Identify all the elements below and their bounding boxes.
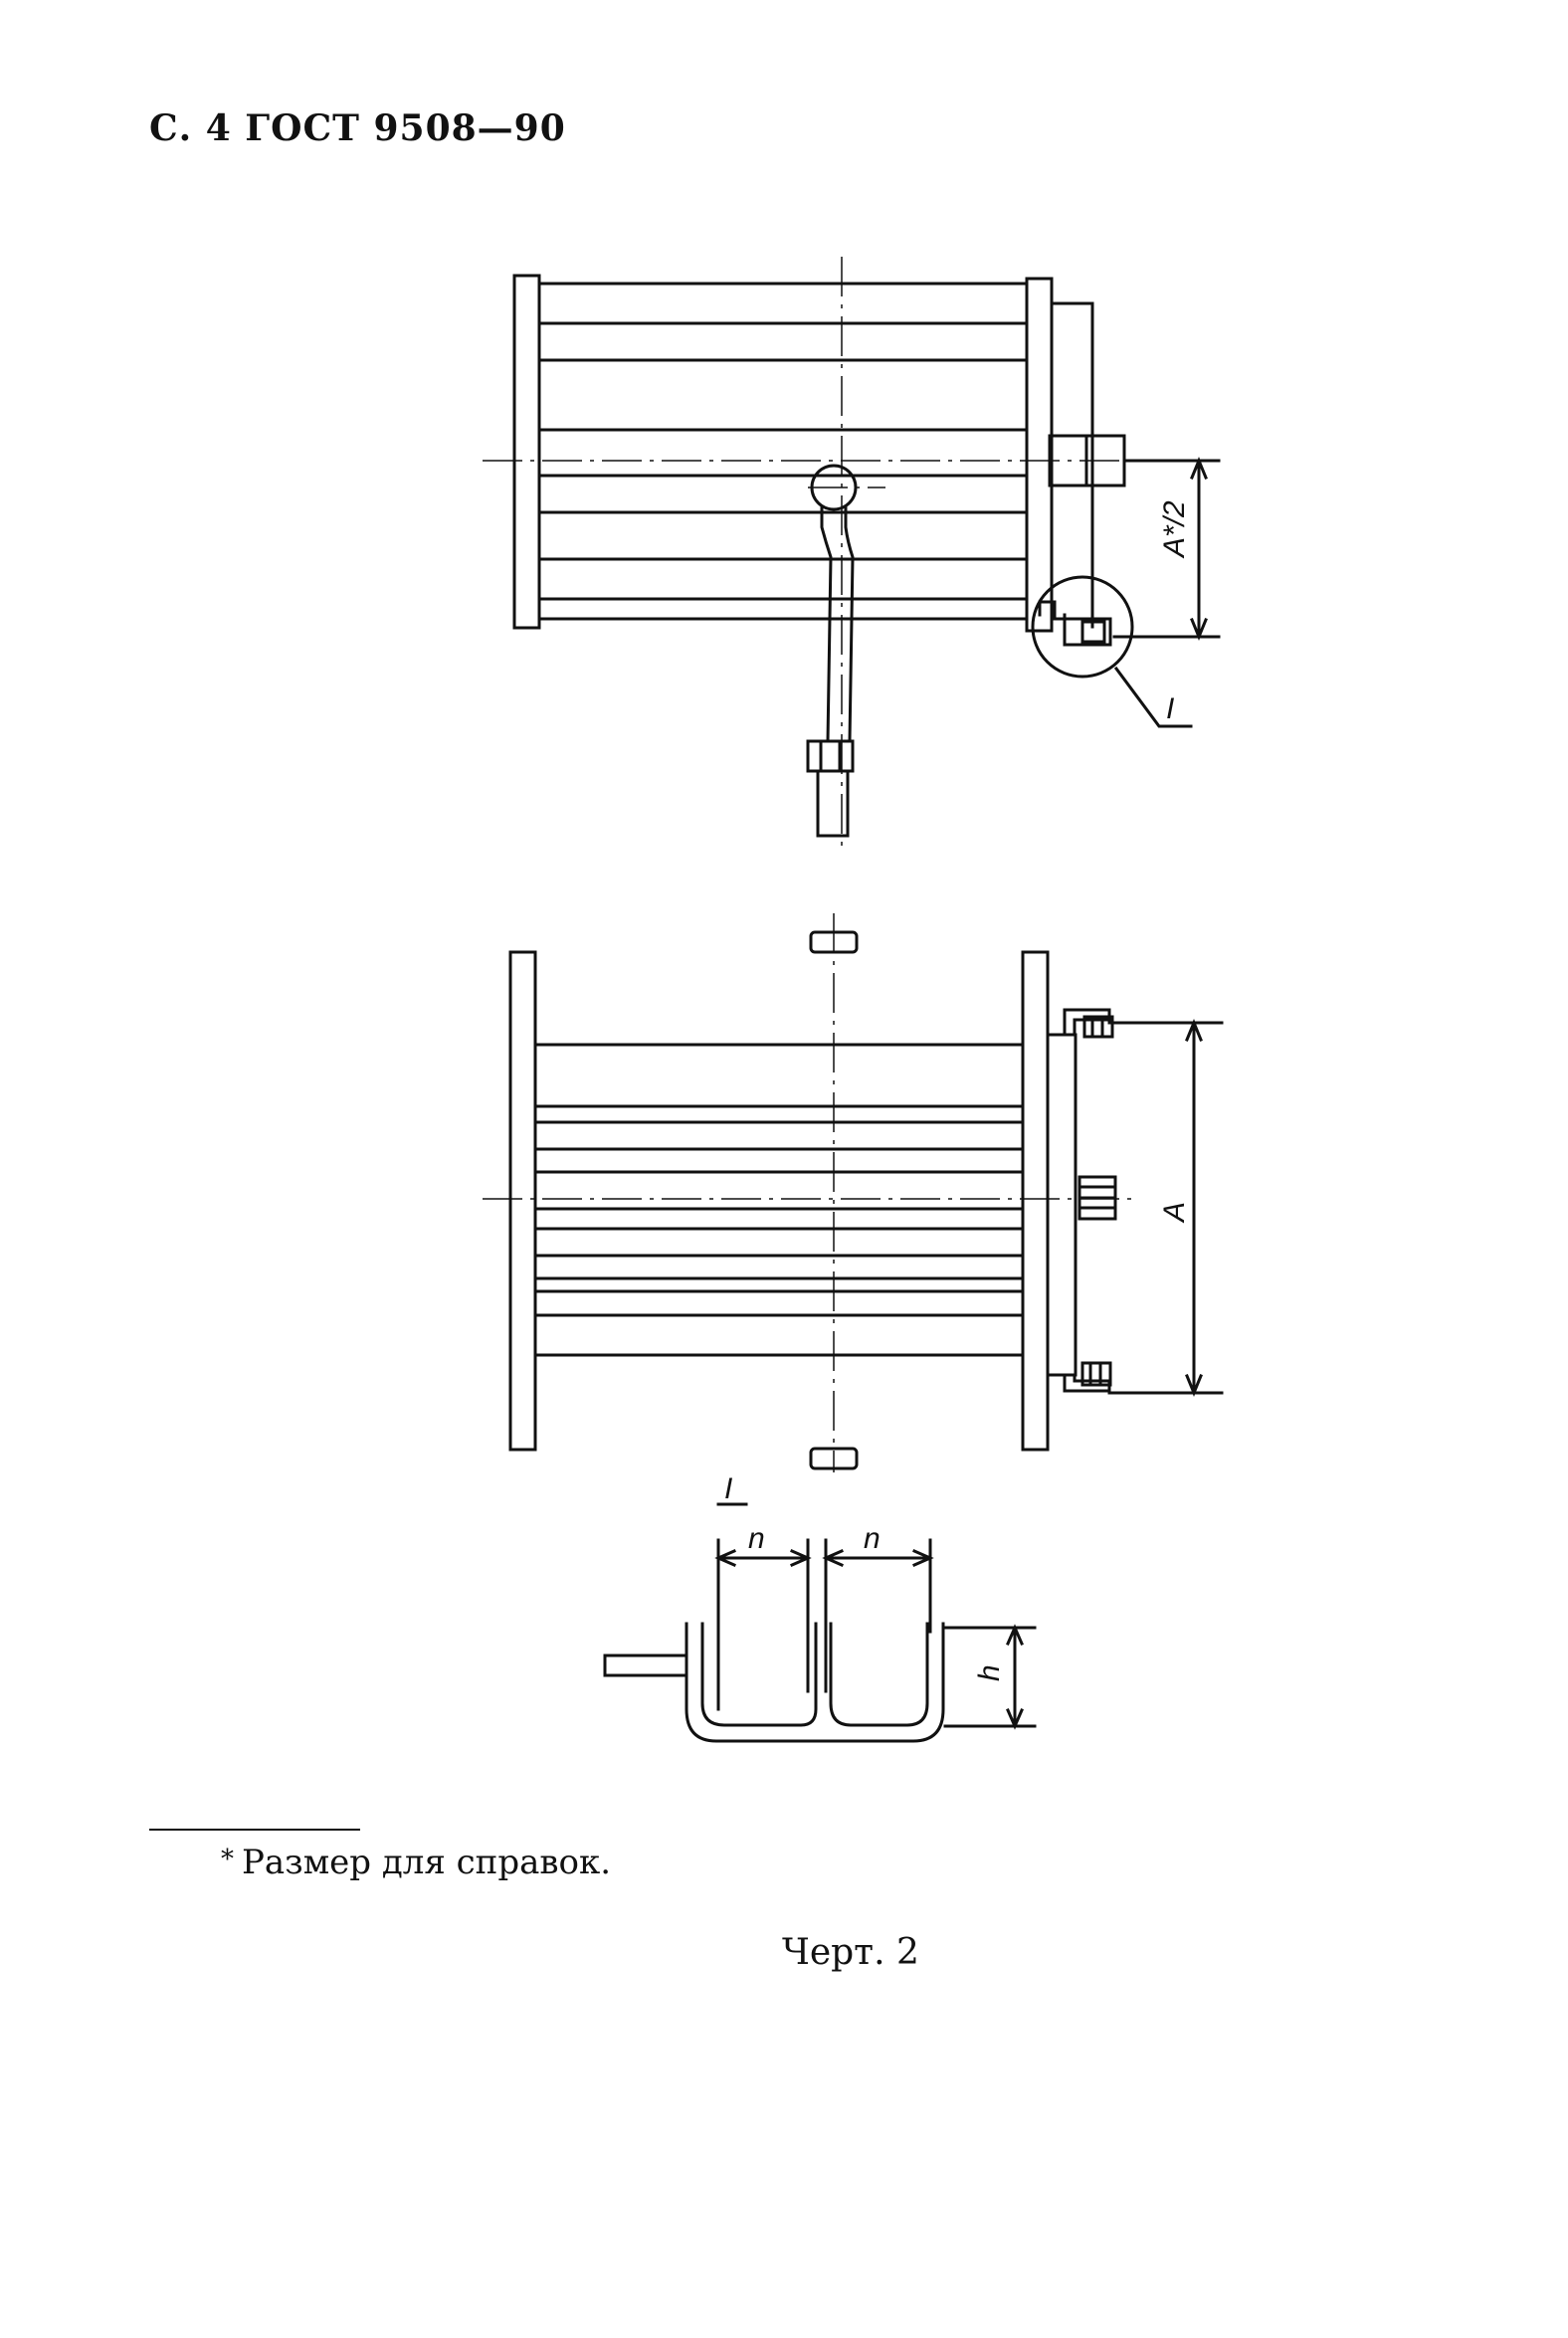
handle-clamp [806, 739, 855, 773]
detail-right-channel [829, 1622, 929, 1727]
top-hook [1038, 600, 1112, 647]
footnote-text: Размер для справок. [242, 1843, 612, 1882]
dimension-n-right-label: n [864, 1522, 881, 1555]
detail-left-channel [700, 1622, 818, 1727]
dimension-half-a-label: A*/2 [1158, 500, 1191, 559]
detail-view [603, 1502, 1037, 1743]
front-right-bracket [1046, 1033, 1078, 1377]
front-right-end-plate [1021, 950, 1050, 1452]
top-right-end-plate [1025, 277, 1054, 633]
dimension-h [941, 1624, 1037, 1730]
dimension-n-left [714, 1549, 812, 1567]
detail-tab [603, 1654, 688, 1677]
top-rods [537, 282, 1029, 621]
dimension-half-a [1112, 457, 1221, 641]
front-view [508, 930, 1224, 1470]
centerlines [483, 257, 1134, 1472]
detail-callout-leader [1113, 666, 1193, 728]
page-header: С. 4 ГОСТ 9508—90 [149, 107, 566, 149]
footnote-rule [149, 1829, 360, 1831]
handle-arm [820, 505, 855, 743]
detail-title-label: I [724, 1472, 732, 1505]
front-rods [533, 1043, 1025, 1357]
footnote-mark: * [221, 1845, 234, 1874]
detail-outer-profile [685, 1622, 945, 1743]
dimension-h-label: h [973, 1664, 1006, 1681]
figure-caption: Черт. 2 [782, 1932, 919, 1973]
detail-callout-label: I [1166, 692, 1174, 725]
footnote: * Размер для справок. [221, 1843, 611, 1882]
top-right-bracket [1050, 301, 1094, 629]
dimension-a-label: A [1158, 1202, 1191, 1224]
front-lower-hook [1063, 1373, 1111, 1393]
dimension-n-right [822, 1549, 934, 1567]
top-view [512, 274, 1221, 838]
dimension-a [1107, 1019, 1224, 1397]
detail-callout-circle [1031, 575, 1134, 679]
front-left-end-plate [508, 950, 537, 1452]
dimension-n-left-label: n [748, 1522, 765, 1555]
front-upper-hook [1063, 1008, 1111, 1037]
handle-stub [816, 769, 850, 838]
top-left-end-plate [512, 274, 541, 630]
